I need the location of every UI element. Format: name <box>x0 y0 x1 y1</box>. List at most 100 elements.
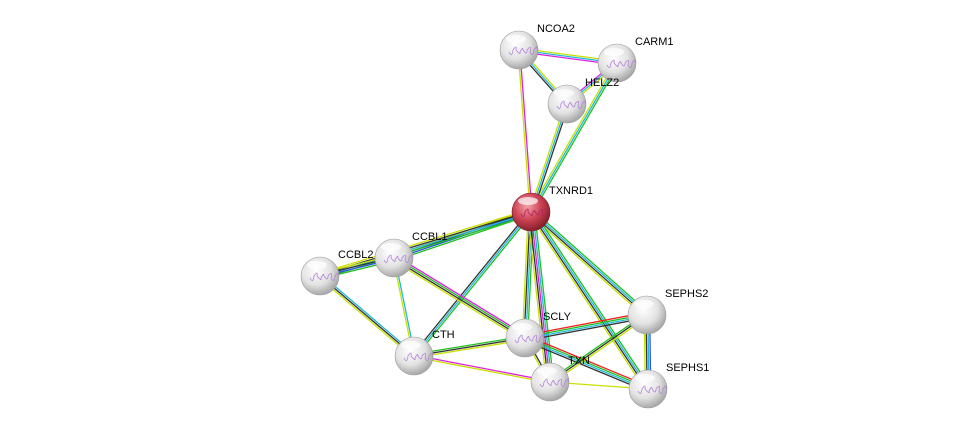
edge-scly-sephs1[interactable] <box>523 334 650 393</box>
node-highlight <box>634 300 654 308</box>
edge-evidence-black <box>528 212 549 383</box>
edges-layer <box>318 47 652 393</box>
node-highlight <box>307 261 327 269</box>
edge-evidence-magenta <box>519 49 533 212</box>
edge-evidence-black <box>393 258 525 340</box>
protein-structure-icon <box>520 208 550 217</box>
edge-evidence-cyan <box>413 211 532 357</box>
node-sephs2[interactable]: SEPHS2 <box>627 288 708 335</box>
edge-evidence-black <box>525 317 648 342</box>
edge-evidence-yellow <box>526 212 548 383</box>
edge-evidence-yellow <box>528 61 617 212</box>
edge-cth-txn[interactable] <box>413 354 551 384</box>
node-label: CTH <box>432 329 455 341</box>
node-label: SEPHS2 <box>665 288 708 300</box>
node-ncoa2[interactable]: NCOA2 <box>499 23 575 70</box>
node-highlight <box>381 243 401 251</box>
edge-evidence-green <box>531 63 620 214</box>
edge-evidence-green <box>524 313 647 338</box>
node-label: HELZ2 <box>585 77 619 89</box>
edge-evidence-cyan <box>525 315 648 340</box>
edge-evidence-cyan <box>530 62 618 213</box>
node-label: TXN <box>568 355 590 367</box>
node-highlight <box>537 367 557 375</box>
protein-structure-icon <box>514 334 544 343</box>
edge-evidence-black <box>412 210 531 356</box>
edge-evidence-red <box>524 311 647 336</box>
protein-structure-icon <box>539 378 569 387</box>
edge-evidence-green <box>532 209 650 314</box>
edge-ccbl1-scly[interactable] <box>392 255 527 341</box>
edge-evidence-cyan <box>531 210 649 315</box>
protein-structure-icon <box>606 59 636 68</box>
edge-txn-sephs2[interactable] <box>548 312 649 385</box>
edge-evidence-green <box>414 212 533 358</box>
node-label: CCBL1 <box>412 231 447 243</box>
edge-evidence-magenta <box>530 211 551 383</box>
edge-txnrd1-ncoa2[interactable] <box>517 49 533 213</box>
edge-evidence-green <box>548 312 647 382</box>
edge-evidence-yellow <box>550 315 649 385</box>
edge-evidence-yellow <box>413 356 550 384</box>
protein-structure-icon <box>309 272 339 281</box>
node-highlight <box>635 374 655 382</box>
edge-scly-sephs2[interactable] <box>524 311 648 342</box>
edge-evidence-cyan <box>531 211 650 389</box>
node-label: SCLY <box>543 311 572 323</box>
edge-evidence-yellow <box>521 211 529 338</box>
edge-evidence-cyan <box>524 338 648 391</box>
edge-txnrd1-cth[interactable] <box>412 210 533 358</box>
edge-evidence-red <box>525 334 650 388</box>
edge-txnrd1-carm1[interactable] <box>528 61 620 214</box>
protein-structure-icon <box>637 385 667 394</box>
nodes-layer: NCOA2CARM1HELZ2TXNRD1CCBL1CCBL2SEPHS2SCL… <box>300 23 709 409</box>
edge-txnrd1-sephs1[interactable] <box>528 210 651 391</box>
node-ccbl1[interactable]: CCBL1 <box>374 231 447 278</box>
node-highlight <box>401 341 421 349</box>
edge-txnrd1-txn[interactable] <box>526 211 555 383</box>
node-cth[interactable]: CTH <box>394 329 455 376</box>
node-highlight <box>604 48 624 56</box>
node-label: NCOA2 <box>537 23 575 35</box>
edge-evidence-green <box>394 213 533 262</box>
edge-evidence-green <box>532 210 651 388</box>
edge-evidence-yellow <box>528 213 647 391</box>
protein-structure-icon <box>383 254 413 263</box>
edge-evidence-black <box>319 275 415 357</box>
edge-evidence-yellow <box>319 208 531 275</box>
node-highlight <box>506 35 526 43</box>
node-carm1[interactable]: CARM1 <box>597 36 674 83</box>
edge-evidence-cyan <box>532 211 553 382</box>
edge-evidence-cyan <box>320 274 416 356</box>
node-label: TXNRD1 <box>549 185 593 197</box>
edge-evidence-black <box>523 339 648 393</box>
edge-evidence-yellow <box>528 213 646 318</box>
protein-structure-icon <box>508 46 538 55</box>
node-label: CARM1 <box>635 36 674 48</box>
edge-evidence-black <box>529 212 648 390</box>
edge-txnrd1-sephs2[interactable] <box>528 209 650 318</box>
edge-evidence-black <box>529 212 647 317</box>
node-highlight <box>518 197 538 205</box>
node-txnrd1[interactable]: TXNRD1 <box>511 185 593 232</box>
protein-structure-icon <box>556 100 586 109</box>
edge-evidence-green <box>533 211 555 382</box>
edge-evidence-black <box>549 314 648 383</box>
node-highlight <box>554 89 574 97</box>
protein-structure-icon <box>403 352 433 361</box>
edge-evidence-green <box>527 212 535 339</box>
edge-evidence-yellow <box>517 50 531 213</box>
node-label: CCBL2 <box>338 249 373 261</box>
node-label: SEPHS1 <box>666 362 709 374</box>
node-ccbl2[interactable]: CCBL2 <box>300 249 373 296</box>
node-txn[interactable]: TXN <box>530 355 590 402</box>
node-sephs1[interactable]: SEPHS1 <box>628 362 709 409</box>
edge-ccbl2-cth[interactable] <box>318 274 416 358</box>
edge-evidence-magenta <box>395 255 527 337</box>
edge-evidence-yellow <box>318 276 414 358</box>
node-scly[interactable]: SCLY <box>505 311 572 358</box>
edge-evidence-magenta <box>414 354 551 382</box>
node-helz2[interactable]: HELZ2 <box>547 77 619 124</box>
